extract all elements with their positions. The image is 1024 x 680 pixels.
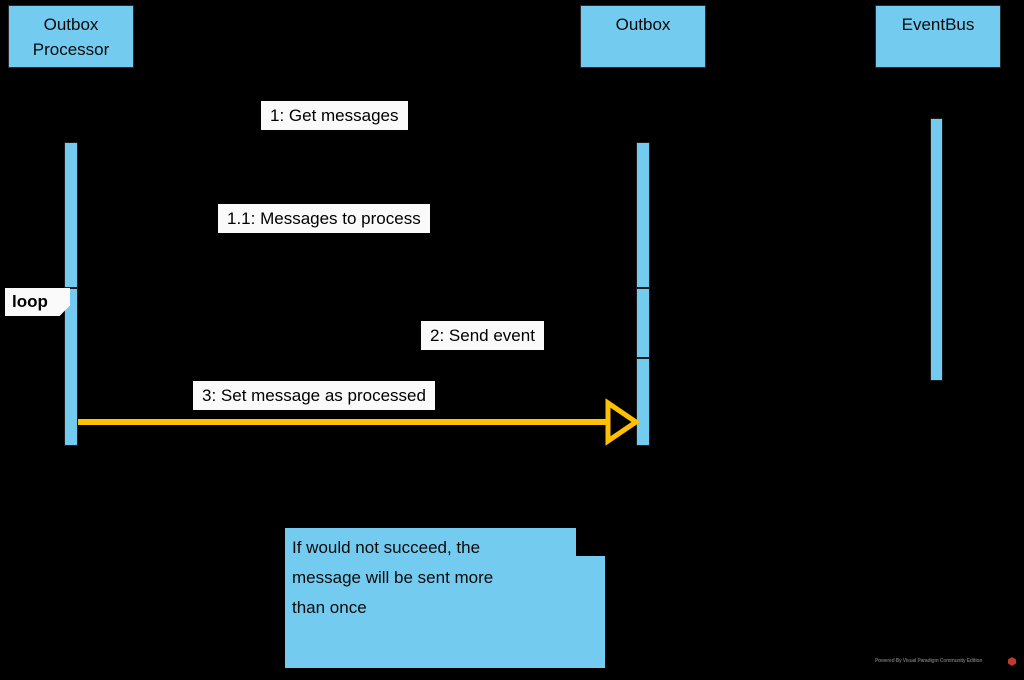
message-label-2[interactable]: 2: Send event: [421, 321, 544, 350]
message-label-3[interactable]: 3: Set message as processed: [193, 381, 435, 410]
activation-outbox-3[interactable]: [636, 358, 650, 446]
note-retry-body[interactable]: [285, 556, 605, 668]
message-label-1-1[interactable]: 1.1: Messages to process: [218, 204, 430, 233]
activation-outbox-processor-2[interactable]: [64, 288, 78, 446]
visual-paradigm-logo-icon: [1008, 657, 1016, 666]
note-retry-text: If would not succeed, the message will b…: [292, 538, 494, 617]
activation-eventbus[interactable]: [930, 118, 943, 381]
watermark-text: Powered By Visual Paradigm Community Edi…: [875, 658, 983, 664]
activation-outbox-1[interactable]: [636, 142, 650, 288]
message-label-1[interactable]: 1: Get messages: [261, 101, 408, 130]
participant-eventbus[interactable]: EventBus: [875, 5, 1001, 68]
activation-outbox-processor-1[interactable]: [64, 142, 78, 288]
fragment-tag-loop[interactable]: loop: [5, 288, 70, 316]
note-retry-top[interactable]: [285, 528, 576, 557]
arrow-head: [605, 398, 641, 446]
participant-outbox[interactable]: Outbox: [580, 5, 706, 68]
activation-outbox-2[interactable]: [636, 288, 650, 358]
participant-outbox-processor[interactable]: Outbox Processor: [8, 5, 134, 68]
